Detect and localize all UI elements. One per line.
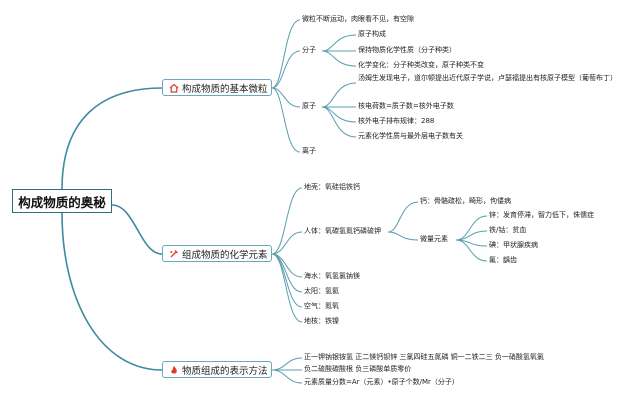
node-earth-core[interactable]: 地核：铁镍 [304,317,339,325]
topic-label: 构成物质的基本微粒 [182,83,268,95]
tools-icon [169,248,179,259]
topic-chemical-elements[interactable]: 组成物质的化学元素 [162,245,272,262]
node-zinc[interactable]: 锌：发育停滞，智力低下，侏儒症 [489,211,594,219]
node-sun[interactable]: 太阳：氢氦 [304,287,339,295]
node-air[interactable]: 空气：氮氧 [304,302,339,310]
node-atom-electron-rule[interactable]: 核外电子排布规律：288 [358,117,435,125]
node-valence-rhyme-2[interactable]: 负二硫酸碳酸根 负三磷酸单质零价 [304,365,412,373]
topic-label: 物质组成的表示方法 [182,365,268,377]
node-trace-elements[interactable]: 微量元素 [420,235,448,243]
topic-basic-particles[interactable]: 构成物质的基本微粒 [162,79,272,96]
node-valence-rhyme-1[interactable]: 正一钾钠银铵氢 正二镁钙钡锌 三氯四硅五氮磷 铜一二铁二三 负一硝酸氢氧氯 [304,353,544,361]
node-human-body[interactable]: 人体：氧碳氢氮钙磷硫钾 [304,227,381,235]
node-ion[interactable]: 离子 [302,147,316,155]
node-fluorine[interactable]: 氟：龋齿 [489,256,517,264]
topic-representation[interactable]: 物质组成的表示方法 [162,361,272,378]
node-molecule-change[interactable]: 化学变化：分子种类改变，原子种类不变 [358,61,484,69]
flame-icon [169,364,179,375]
node-atom-charge[interactable]: 核电荷数=质子数=核外电子数 [358,102,454,110]
home-icon [169,82,179,93]
node-atom-history[interactable]: 汤姆生发现电子，道尔顿提出近代原子学说，卢瑟福提出有核原子模型（葡萄布丁） [358,74,617,82]
node-iron-cobalt[interactable]: 铁/钴：贫血 [489,226,527,234]
node-iodine[interactable]: 碘：甲状腺疾病 [489,241,538,249]
topic-label: 组成物质的化学元素 [182,249,268,261]
node-atom-chemical-property[interactable]: 元素化学性质与最外层电子数有关 [358,132,463,140]
node-calcium[interactable]: 钙：骨骼疏松，畸形，佝偻病 [420,197,511,205]
node-seawater[interactable]: 海水：氧氢氯钠镁 [304,272,360,280]
node-molecule-composition[interactable]: 原子构成 [358,30,386,38]
node-molecule-property[interactable]: 保持物质化学性质（分子种类） [358,46,456,54]
node-earth-crust[interactable]: 地壳：氧硅铝铁钙 [304,183,360,191]
root-topic[interactable]: 构成物质的奥秘 [12,189,112,213]
node-mass-fraction[interactable]: 元素质量分数=Ar（元素）•原子个数/Mr（分子） [304,378,459,386]
node-molecule[interactable]: 分子 [302,46,316,54]
node-atom[interactable]: 原子 [302,102,316,110]
node-particle-motion[interactable]: 微粒不断运动，肉眼看不见，有空隙 [302,15,414,23]
